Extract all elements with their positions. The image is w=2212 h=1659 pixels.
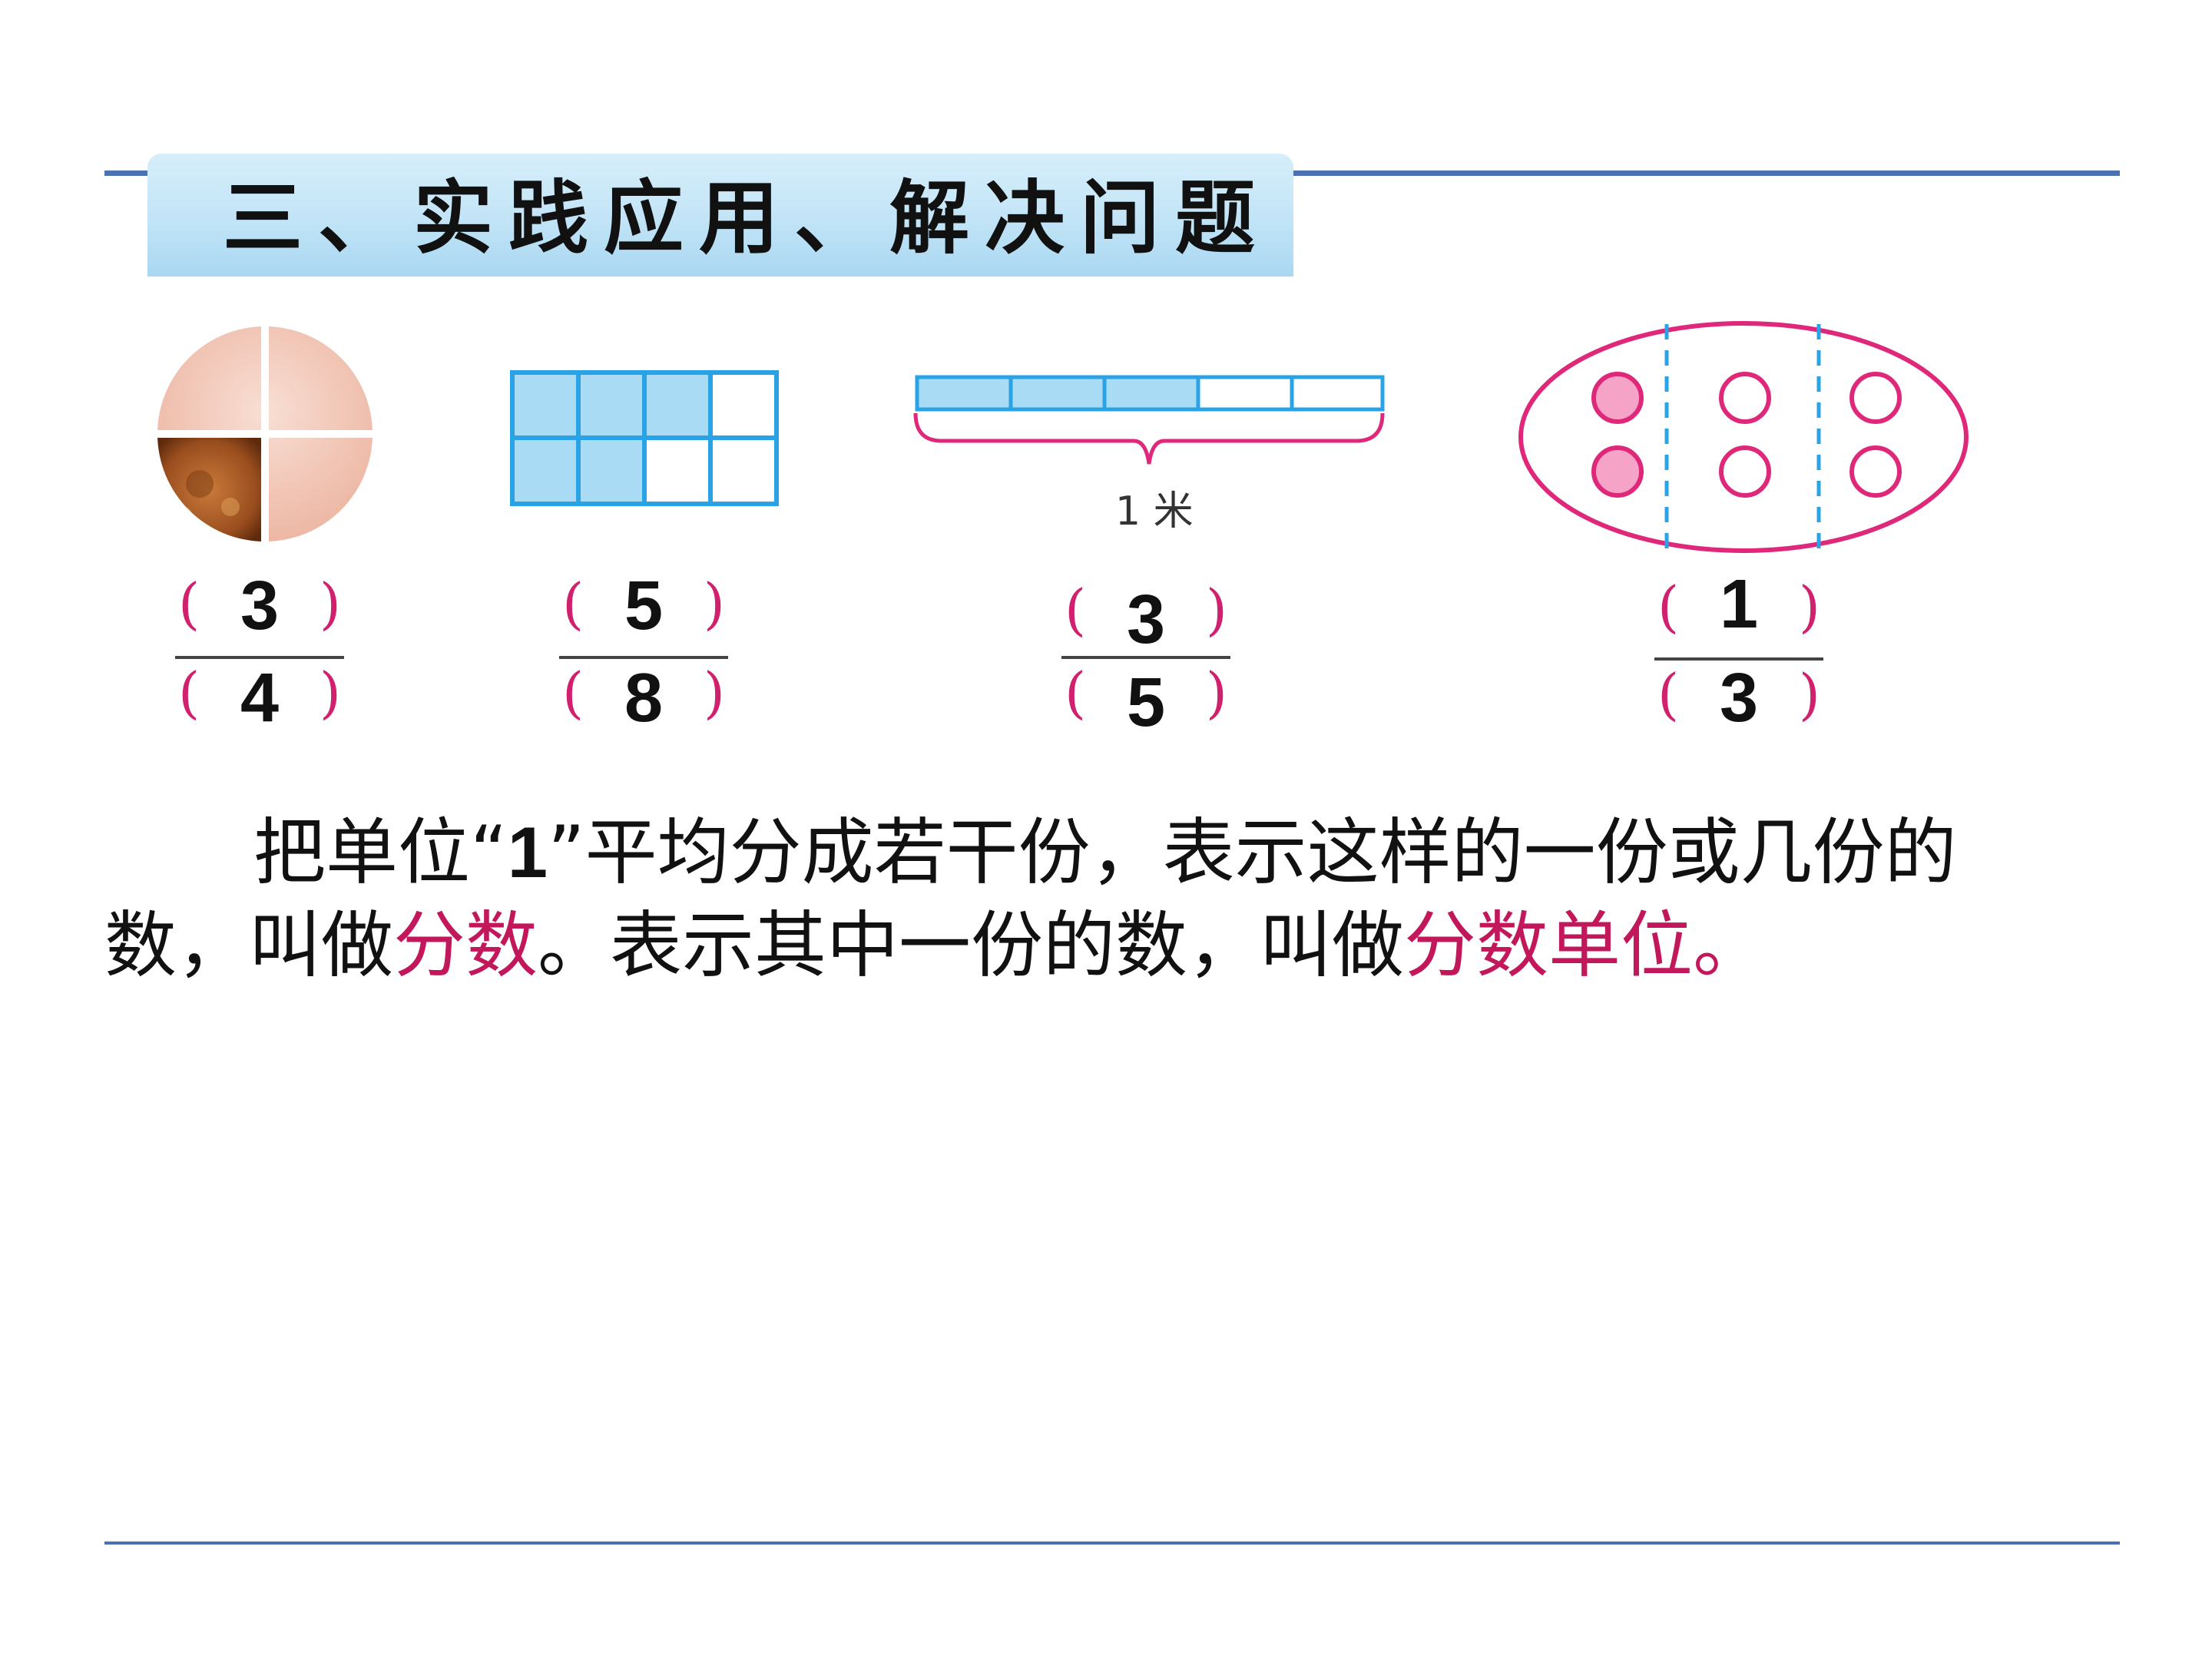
- close-paren: ): [1798, 662, 1820, 727]
- close-paren: ): [1205, 578, 1227, 642]
- numerator: 3: [1126, 581, 1166, 658]
- denominator: 3: [1719, 660, 1759, 737]
- fraction-answer-3: ( ) 3 ( ) 5: [1061, 571, 1230, 740]
- meter-strip-figure: [911, 373, 1387, 481]
- definition-line-2: 数，叫做分数。表示其中一份的数，叫做分数单位。: [104, 900, 2101, 992]
- fraction-bar: [175, 656, 344, 659]
- open-paren: (: [1065, 661, 1087, 725]
- definition-text: 数，叫做: [104, 904, 394, 988]
- numerator: 3: [240, 568, 280, 644]
- definition-text: ”平均分成若干份，表示这样的一份或几份的: [547, 811, 1957, 895]
- definition-text: 把单位“: [253, 811, 508, 895]
- term-fraction: 分数: [393, 904, 538, 988]
- numerator: 5: [624, 568, 664, 644]
- fraction-answer-2: ( ) 5 ( ) 8: [559, 561, 728, 737]
- denominator: 5: [1126, 664, 1166, 741]
- close-paren: ): [1798, 575, 1820, 639]
- open-paren: (: [178, 571, 200, 636]
- denominator: 4: [240, 660, 280, 737]
- unit-one: 1: [507, 812, 548, 892]
- term-fraction-unit: 分数单位: [1404, 904, 1694, 988]
- section-title: 三、实践应用、解决问题: [223, 171, 1271, 265]
- mooncake-figure: [154, 323, 376, 545]
- close-paren: ): [703, 661, 725, 725]
- definition-line-1: 把单位“1”平均分成若干份，表示这样的一份或几份的: [253, 806, 2212, 899]
- denominator: 8: [624, 660, 664, 737]
- bottom-divider-line: [104, 1541, 2120, 1545]
- close-paren: ): [319, 661, 341, 725]
- open-paren: (: [1657, 575, 1680, 639]
- fraction-bar: [1654, 657, 1823, 661]
- fraction-answer-4: ( ) 1 ( ) 3: [1654, 561, 1823, 737]
- open-paren: (: [1657, 662, 1680, 727]
- fraction-bar: [1061, 656, 1230, 659]
- section-title-banner: [147, 154, 1293, 276]
- grid-figure: [510, 370, 780, 508]
- fraction-answer-1: ( ) 3 ( ) 4: [175, 561, 344, 737]
- numerator: 1: [1719, 566, 1759, 643]
- open-paren: (: [562, 661, 584, 725]
- fraction-bar: [559, 656, 728, 659]
- definition-text: 。表示其中一份的数，叫做: [538, 904, 1405, 988]
- open-paren: (: [562, 571, 584, 636]
- open-paren: (: [178, 661, 200, 725]
- open-paren: (: [1065, 578, 1087, 642]
- definition-end-mark: 。: [1693, 904, 1766, 988]
- close-paren: ): [1205, 661, 1227, 725]
- meter-label: 1 米: [1115, 488, 1194, 535]
- circles-oval-figure: [1513, 318, 1974, 556]
- close-paren: ): [319, 571, 341, 636]
- close-paren: ): [703, 571, 725, 636]
